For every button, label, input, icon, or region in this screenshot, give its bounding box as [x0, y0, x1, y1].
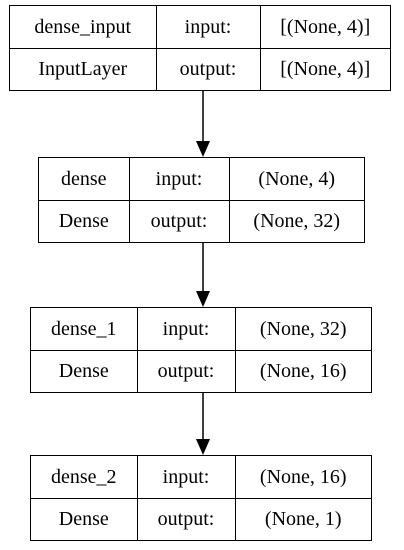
output-shape: (None, 32) — [228, 199, 364, 242]
layer-input-row: dense_input input: [(None, 4)] — [10, 6, 390, 49]
layer-output-row: Dense output: (None, 16) — [31, 349, 371, 392]
edge-arrow — [196, 393, 210, 455]
layer-type: Dense — [31, 497, 138, 540]
output-label: output: — [136, 349, 236, 392]
edge-arrow — [196, 243, 210, 307]
output-shape: (None, 16) — [234, 349, 371, 392]
layer-output-row: Dense output: (None, 32) — [39, 199, 364, 242]
layer-node-dense-input: dense_input input: [(None, 4)] InputLaye… — [9, 5, 391, 91]
input-shape: [(None, 4)] — [259, 6, 390, 49]
input-shape: (None, 4) — [228, 158, 364, 201]
layer-input-row: dense_2 input: (None, 16) — [31, 456, 371, 499]
input-label: input: — [136, 456, 236, 499]
layer-name: dense — [39, 158, 130, 201]
layer-node-dense: dense input: (None, 4) Dense output: (No… — [38, 157, 365, 243]
input-label: input: — [136, 308, 236, 351]
layer-name: dense_input — [10, 6, 157, 49]
output-label: output: — [128, 199, 230, 242]
output-label: output: — [136, 497, 236, 540]
input-label: input: — [128, 158, 230, 201]
layer-type: Dense — [39, 199, 130, 242]
input-shape: (None, 16) — [234, 456, 371, 499]
layer-input-row: dense_1 input: (None, 32) — [31, 308, 371, 351]
input-label: input: — [155, 6, 261, 49]
layer-output-row: Dense output: (None, 1) — [31, 497, 371, 540]
layer-node-dense-2: dense_2 input: (None, 16) Dense output: … — [30, 455, 372, 541]
layer-table: dense input: (None, 4) Dense output: (No… — [39, 158, 364, 242]
layer-name: dense_1 — [31, 308, 138, 351]
layer-table: dense_1 input: (None, 32) Dense output: … — [31, 308, 371, 392]
input-shape: (None, 32) — [234, 308, 371, 351]
edge-arrow — [196, 91, 210, 157]
layer-node-dense-1: dense_1 input: (None, 32) Dense output: … — [30, 307, 372, 393]
layer-type: InputLayer — [10, 47, 157, 90]
layer-name: dense_2 — [31, 456, 138, 499]
output-label: output: — [155, 47, 261, 90]
layer-table: dense_input input: [(None, 4)] InputLaye… — [10, 6, 390, 90]
layer-output-row: InputLayer output: [(None, 4)] — [10, 47, 390, 90]
output-shape: (None, 1) — [234, 497, 371, 540]
layer-table: dense_2 input: (None, 16) Dense output: … — [31, 456, 371, 540]
layer-input-row: dense input: (None, 4) — [39, 158, 364, 201]
output-shape: [(None, 4)] — [259, 47, 390, 90]
layer-type: Dense — [31, 349, 138, 392]
